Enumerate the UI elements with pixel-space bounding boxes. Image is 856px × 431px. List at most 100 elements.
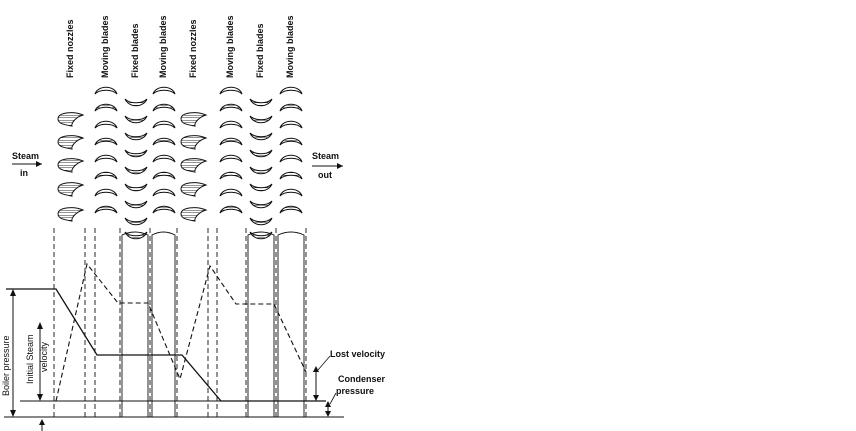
stage-label-4: Moving blades [158,15,168,78]
pressure-line [6,288,326,402]
bottom-marker-arrow [39,419,45,425]
moving-blade-7 [152,188,176,197]
steam-out-label-line1: Steam [312,151,339,161]
nozzle-blade-2 [180,135,208,150]
fixed-blade-9 [124,231,148,240]
moving-blade-5 [279,154,303,163]
moving-blade-5 [219,154,243,163]
blade-column-8 [279,86,303,214]
moving-blade-4 [152,137,176,146]
blade-rows [57,86,303,240]
lost-velocity-arrow-bottom [313,395,319,401]
moving-blade-6 [152,171,176,180]
initial-velocity-label-line1: Initial Steam [25,334,35,384]
steam-in-marker: Steam in [12,151,42,178]
lost-velocity-leader [317,355,331,371]
fixed-blade-1 [124,98,148,107]
steam-in-label-line2: in [20,168,28,178]
nozzle-blade-2 [57,135,85,150]
nozzle-blade-4 [57,182,85,197]
fixed-blade-5 [124,166,148,175]
fixed-blade-8 [124,217,148,226]
stage-label-5: Fixed nozzles [188,19,198,78]
condenser-pressure-leader [329,392,337,405]
blade-column-1 [57,112,85,222]
moving-blade-3 [94,120,118,129]
moving-blade-2 [219,103,243,112]
nozzle-blade-1 [180,112,208,127]
lost-velocity-label: Lost velocity [330,349,385,359]
moving-blade-1 [219,86,243,95]
nozzle-blade-5 [57,207,85,222]
stage-labels: Fixed nozzles Moving blades Fixed blades Mo… [65,15,295,78]
fixed-blade-2 [124,115,148,124]
blade-column-6 [219,86,243,214]
boiler-pressure-arrow-top [10,289,16,296]
moving-blade-6 [219,171,243,180]
steam-out-label-line2: out [318,170,332,180]
stage-label-2: Moving blades [100,15,110,78]
nozzle-blade-3 [57,158,85,173]
fixed-blade-4 [124,149,148,158]
steam-out-arrowhead [337,163,343,169]
initial-velocity-arrow-top [37,322,43,329]
flow-channel-4 [277,231,305,417]
pressure-velocity-graph: Boiler pressure Initial Steam velocity L… [1,262,386,431]
moving-blade-5 [94,154,118,163]
velocity-line [55,262,307,402]
stage-dividers [53,228,307,417]
moving-blade-1 [279,86,303,95]
condenser-pressure-arrow-bottom [325,411,331,417]
flow-channel-3 [247,231,275,417]
fixed-blade-6 [124,183,148,192]
boiler-pressure-arrow-bottom [10,410,16,417]
moving-blade-2 [94,103,118,112]
steam-out-marker: Steam out [312,151,343,180]
blade-column-4 [152,86,176,214]
moving-blade-8 [94,205,118,214]
fixed-blade-8 [249,217,273,226]
condenser-pressure-arrow-top [325,401,331,407]
stage-label-7: Fixed blades [255,23,265,78]
fixed-blade-1 [249,98,273,107]
initial-velocity-arrow-bottom [37,394,43,401]
fixed-blade-7 [249,200,273,209]
fixed-blade-3 [249,132,273,141]
moving-blade-2 [152,103,176,112]
nozzle-blade-1 [57,112,85,127]
nozzle-blade-3 [180,158,208,173]
moving-blade-4 [279,137,303,146]
moving-blade-8 [219,205,243,214]
moving-blade-1 [152,86,176,95]
fixed-blade-9 [249,231,273,240]
fixed-blade-5 [249,166,273,175]
flow-channel-2 [151,231,176,417]
fixed-blade-7 [124,200,148,209]
fixed-blade-2 [249,115,273,124]
fixed-blade-6 [249,183,273,192]
moving-blade-6 [279,171,303,180]
moving-blade-7 [279,188,303,197]
stage-label-1: Fixed nozzles [65,19,75,78]
moving-blade-4 [219,137,243,146]
boiler-pressure-label: Boiler pressure [1,335,11,396]
moving-blade-3 [152,120,176,129]
nozzle-blade-4 [180,182,208,197]
stage-label-8: Moving blades [285,15,295,78]
moving-blade-3 [219,120,243,129]
lost-velocity-arrow-top [313,366,319,372]
moving-blade-3 [279,120,303,129]
blade-column-3 [124,98,148,240]
stage-label-3: Fixed blades [130,23,140,78]
fixed-blade-3 [124,132,148,141]
moving-blade-7 [219,188,243,197]
condenser-pressure-label-line2: pressure [336,386,374,396]
fixed-blade-4 [249,149,273,158]
moving-blade-5 [152,154,176,163]
blade-column-5 [180,112,208,222]
moving-blade-6 [94,171,118,180]
stage-label-6: Moving blades [225,15,235,78]
moving-blade-8 [152,205,176,214]
steam-in-arrowhead [36,161,42,167]
